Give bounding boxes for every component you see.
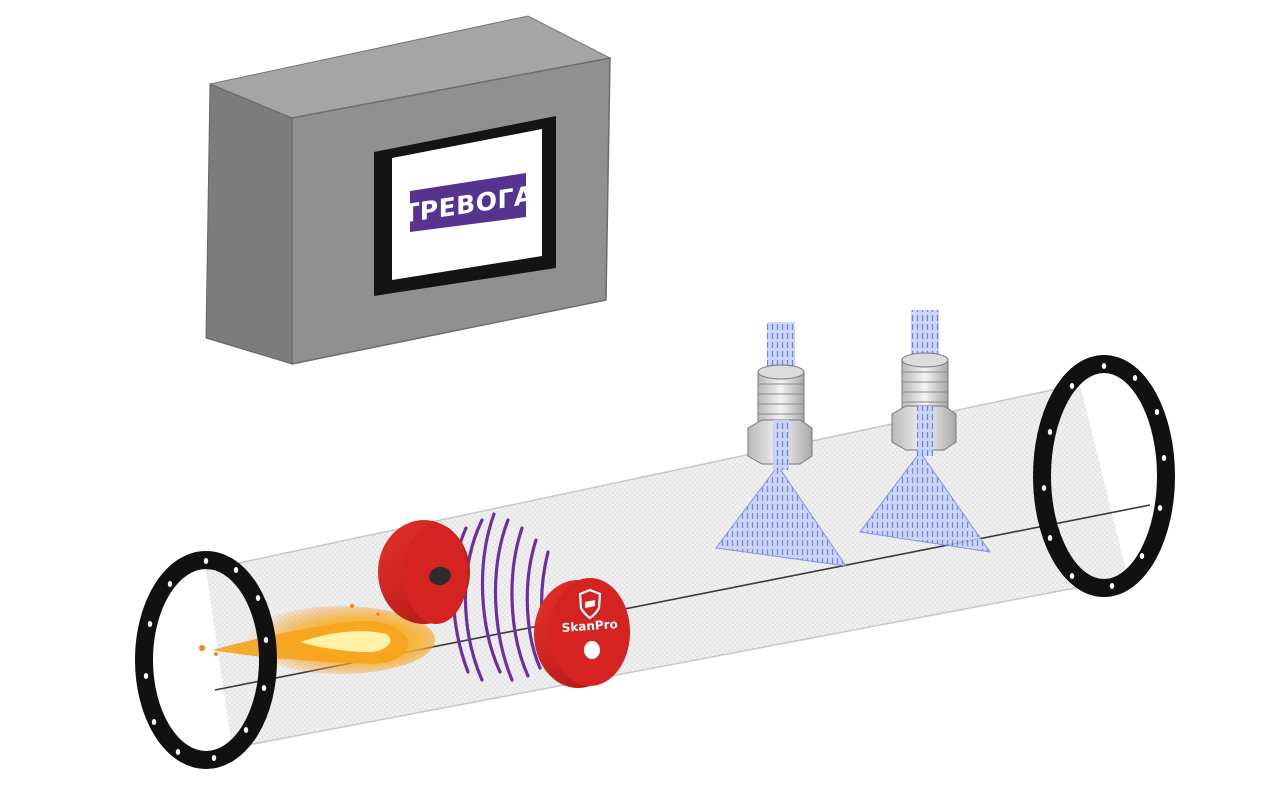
thread-lines-2 (902, 371, 948, 403)
pipe-bottom-edge (231, 577, 1129, 749)
brand-label: SkanPro (561, 617, 618, 635)
emitter-disc (378, 520, 470, 624)
detector-sensor (584, 641, 600, 659)
spray-cone-2 (859, 451, 992, 553)
spray-cone-1 (715, 465, 848, 567)
shield-icon (578, 588, 602, 620)
spray-stem-1 (773, 420, 789, 470)
spray-stem-2 (917, 406, 933, 456)
sprinkler-nozzle-2 (859, 310, 992, 553)
nozzle-mouth-1 (757, 364, 805, 380)
control-panel: ТРЕВОГА (205, 15, 612, 365)
flame-inner (300, 631, 391, 652)
thread-lines-1 (758, 383, 804, 415)
flange-left-bolt-holes (143, 558, 269, 761)
emitter-lens (429, 566, 451, 586)
pipe-body (206, 384, 1128, 748)
pipe (205, 383, 1151, 749)
flange-left (135, 551, 277, 769)
alarm-banner (410, 173, 526, 232)
nozzle-mouth-2 (901, 352, 949, 368)
detector-face (550, 578, 630, 686)
panel-side-face (205, 83, 293, 365)
flange-right-bolt-holes (1041, 363, 1167, 589)
skanpro-detector: SkanPro (534, 578, 630, 688)
sprinkler-nozzle-1 (715, 322, 848, 567)
flange-right (1033, 355, 1175, 597)
